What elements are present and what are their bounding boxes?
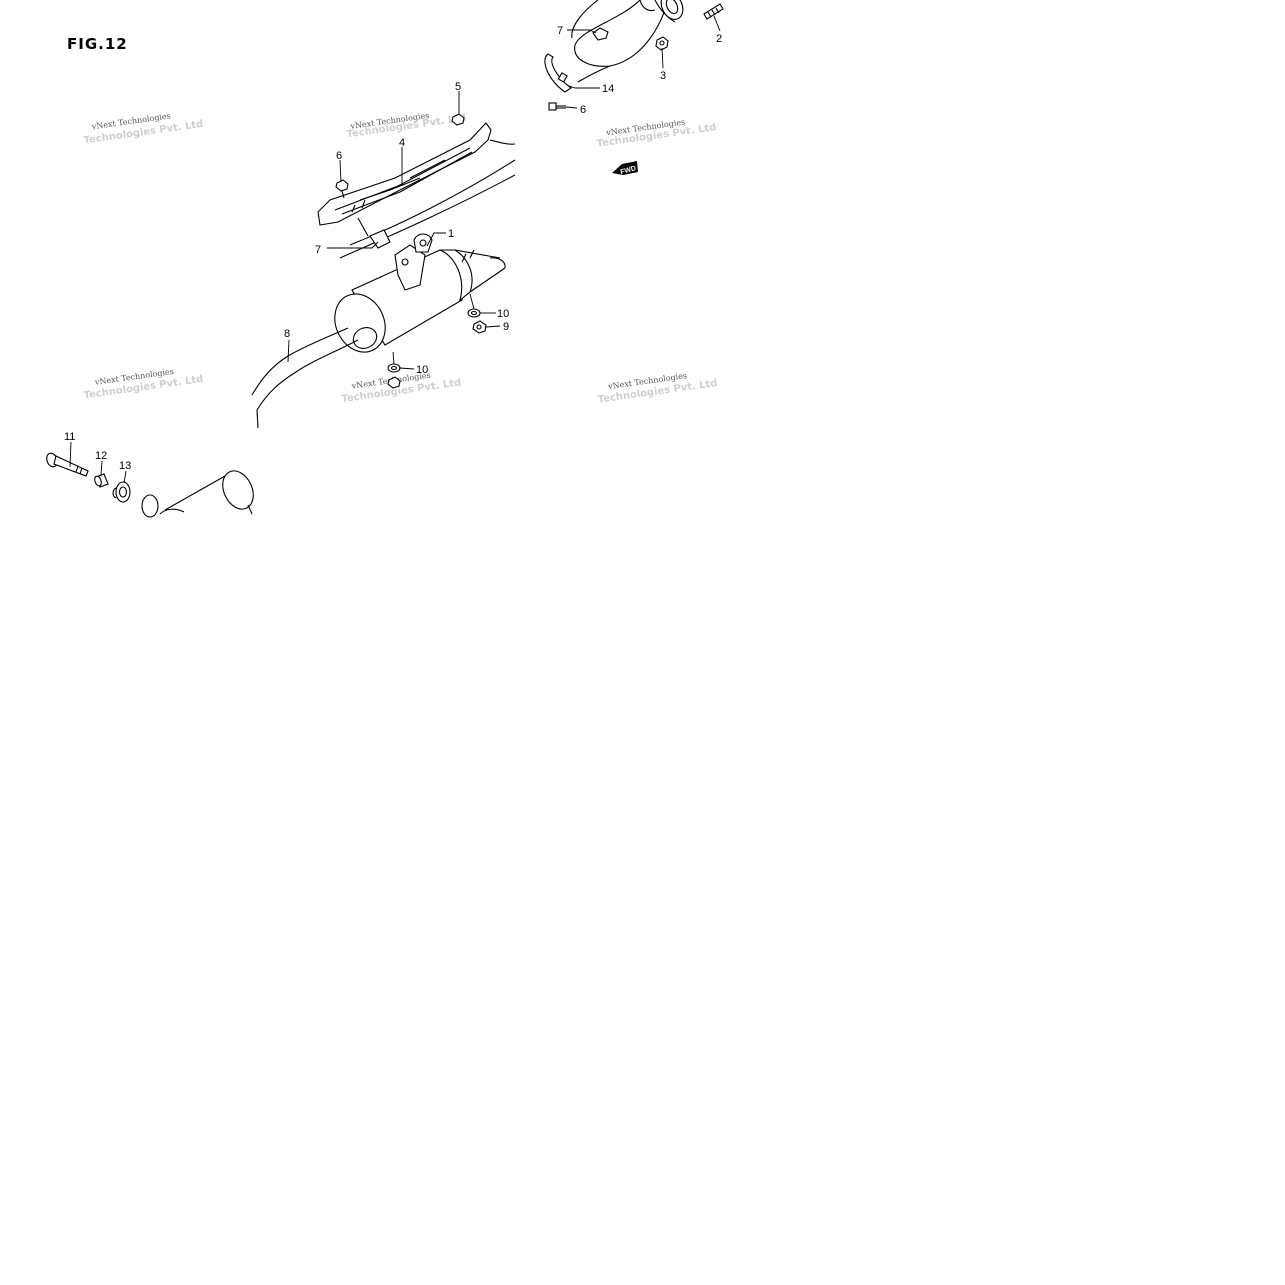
nut-icon [387, 376, 401, 389]
watermark-3: Technologies Pvt. Ltd vNext Technologies [596, 117, 717, 149]
watermark-1: Technologies Pvt. Ltd vNext Technologies [83, 111, 204, 146]
leader-lines [69, 15, 721, 484]
washer-icon [387, 363, 401, 373]
callout-12: 12 [95, 450, 107, 462]
callout-7b: 7 [315, 244, 321, 256]
heat-shield [317, 122, 492, 226]
callout-11: 11 [64, 431, 75, 443]
bolt-icon [335, 179, 349, 199]
small-clip-icon [592, 27, 609, 41]
callout-9: 9 [503, 321, 509, 333]
callout-7a: 7 [557, 25, 563, 37]
callout-2: 2 [716, 33, 722, 45]
watermark-6: Technologies Pvt. Ltd vNext Technologies [597, 371, 718, 406]
callout-14: 14 [602, 83, 614, 95]
grommet-icon [112, 481, 131, 503]
callout-4: 4 [399, 137, 405, 149]
callout-8: 8 [284, 328, 290, 340]
exhaust-gasket-clamp [544, 53, 572, 93]
stud-bolt-icon [703, 3, 724, 20]
callout-6a: 6 [336, 150, 342, 162]
callout-10b: 10 [416, 364, 428, 376]
watermark-2: Technologies Pvt. Ltd vNext Technologies [346, 111, 467, 141]
muffler-hanger-bracket [394, 233, 433, 291]
collar-icon [94, 473, 109, 488]
muffler [334, 249, 506, 353]
bolt-icon [548, 102, 566, 111]
callout-1: 1 [448, 228, 454, 240]
callout-3: 3 [660, 70, 666, 82]
svg-text:FWD: FWD [620, 165, 637, 176]
fwd-direction-badge: FWD [612, 161, 638, 176]
callout-10a: 10 [497, 308, 509, 320]
callout-5: 5 [455, 81, 461, 93]
watermark-5: Technologies Pvt. Ltd vNext Technologies [341, 371, 462, 406]
nut-icon [472, 320, 487, 334]
callout-13: 13 [119, 460, 131, 472]
exhaust-tailpipe [251, 327, 359, 429]
bracket-clamp [357, 217, 391, 249]
callout-6b: 6 [580, 104, 586, 116]
frame-tube [339, 139, 516, 259]
long-bolt-icon [46, 452, 89, 477]
watermark-4: Technologies Pvt. Ltd vNext Technologies [83, 367, 204, 402]
nut-icon [655, 36, 669, 51]
exhaust-header-pipe [571, 0, 684, 83]
figure-title: FIG.12 [67, 35, 128, 53]
rear-muffler-end [141, 470, 254, 518]
washer-icon [467, 308, 481, 318]
callout-labels: 1 2 3 4 5 6 6 7 7 8 9 10 10 11 12 13 14 [64, 25, 722, 472]
